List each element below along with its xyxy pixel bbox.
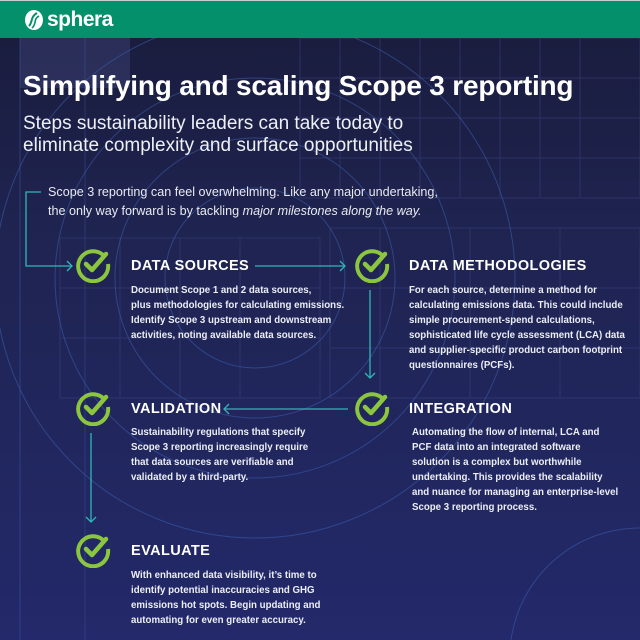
step-body-validation: Sustainability regulations that specify … (131, 425, 308, 485)
step-title-validation: VALIDATION (131, 401, 222, 417)
step-body-data-sources: Document Scope 1 and 2 data sources, plu… (131, 283, 344, 343)
step-title-evaluate: EVALUATE (131, 543, 211, 559)
step-title-integration: INTEGRATION (409, 401, 513, 417)
arrow-head-icon (364, 372, 376, 379)
body-line: solution is a complex but worthwhile (412, 457, 582, 468)
arrow-head-icon (223, 403, 230, 415)
body-line: Identify Scope 3 upstream and downstream (131, 315, 332, 326)
step-body-evaluate: With enhanced data visibility, it’s time… (131, 568, 320, 628)
step-body-integration: Automating the flow of internal, LCA and… (412, 425, 618, 515)
intro-line: Scope 3 reporting can feel overwhelming.… (48, 185, 438, 199)
body-line: activities, noting available data source… (131, 330, 317, 341)
arrow-head-icon (85, 516, 97, 523)
check-circle-icon (76, 249, 111, 283)
intro-italic: major milestones along the way. (242, 204, 422, 218)
page-subtitle: Steps sustainability leaders can take to… (23, 113, 413, 157)
body-line: For each source, determine a method for (409, 285, 597, 296)
intro-line: the only way forward is by tackling majo… (48, 202, 438, 221)
body-line: Automating the flow of internal, LCA and (412, 427, 600, 438)
intro-plain: the only way forward is by tackling (48, 204, 243, 218)
body-line: and nuance for managing an enterprise-le… (412, 487, 619, 498)
subtitle-line: eliminate complexity and surface opportu… (23, 135, 413, 156)
arrow-head-icon (339, 260, 346, 272)
body-line: PCF data into an integrated software (412, 442, 581, 453)
body-line: undertaking. This provides the scalabili… (412, 472, 603, 483)
brand-name: sphera (47, 8, 113, 31)
body-line: simple procurement-spend calculations, (409, 315, 595, 326)
body-line: Scope 3 reporting process. (412, 502, 537, 513)
background-decoration (0, 38, 640, 640)
body-line: calculating emissions data. This could i… (409, 300, 623, 311)
body-line: sophisticated life cycle assessment (LCA… (409, 330, 625, 341)
body-line: Document Scope 1 and 2 data sources, (131, 285, 312, 296)
step-body-data-methodologies: For each source, determine a method for … (409, 283, 625, 373)
body-line: automating for even greater accuracy. (131, 615, 306, 626)
step-title-data-sources: DATA SOURCES (131, 258, 250, 274)
step-title-data-methodologies: DATA METHODOLOGIES (409, 258, 587, 274)
check-circle-icon (355, 249, 390, 283)
header-bar: sphera (0, 0, 640, 39)
check-circle-icon (76, 392, 111, 426)
page-title: Simplifying and scaling Scope 3 reportin… (23, 70, 574, 101)
arrow-head-icon (66, 260, 73, 272)
intro-text: Scope 3 reporting can feel overwhelming.… (48, 183, 438, 221)
body-line: plus methodologies for calculating emiss… (131, 300, 345, 311)
sphera-leaf-icon (25, 10, 43, 30)
body-line: and supplier-specific product carbon foo… (409, 345, 623, 356)
body-line: questionnaires (PCFs). (409, 360, 515, 371)
body-line: validated by a third-party. (131, 472, 249, 483)
sphera-logo: sphera (24, 8, 113, 32)
body-line: Scope 3 reporting increasingly require (131, 442, 309, 453)
subtitle-line: Steps sustainability leaders can take to… (23, 113, 404, 134)
body-line: emissions hot spots. Begin updating and (131, 600, 321, 611)
intro-connector (25, 191, 72, 267)
body-line: With enhanced data visibility, it’s time… (131, 570, 317, 581)
check-circle-icon (76, 534, 111, 568)
check-circle-icon (355, 392, 390, 426)
body-line: that data sources are verifiable and (131, 457, 294, 468)
body-line: identify potential inaccuracies and GHG (131, 585, 315, 596)
body-line: Sustainability regulations that specify (131, 427, 306, 438)
